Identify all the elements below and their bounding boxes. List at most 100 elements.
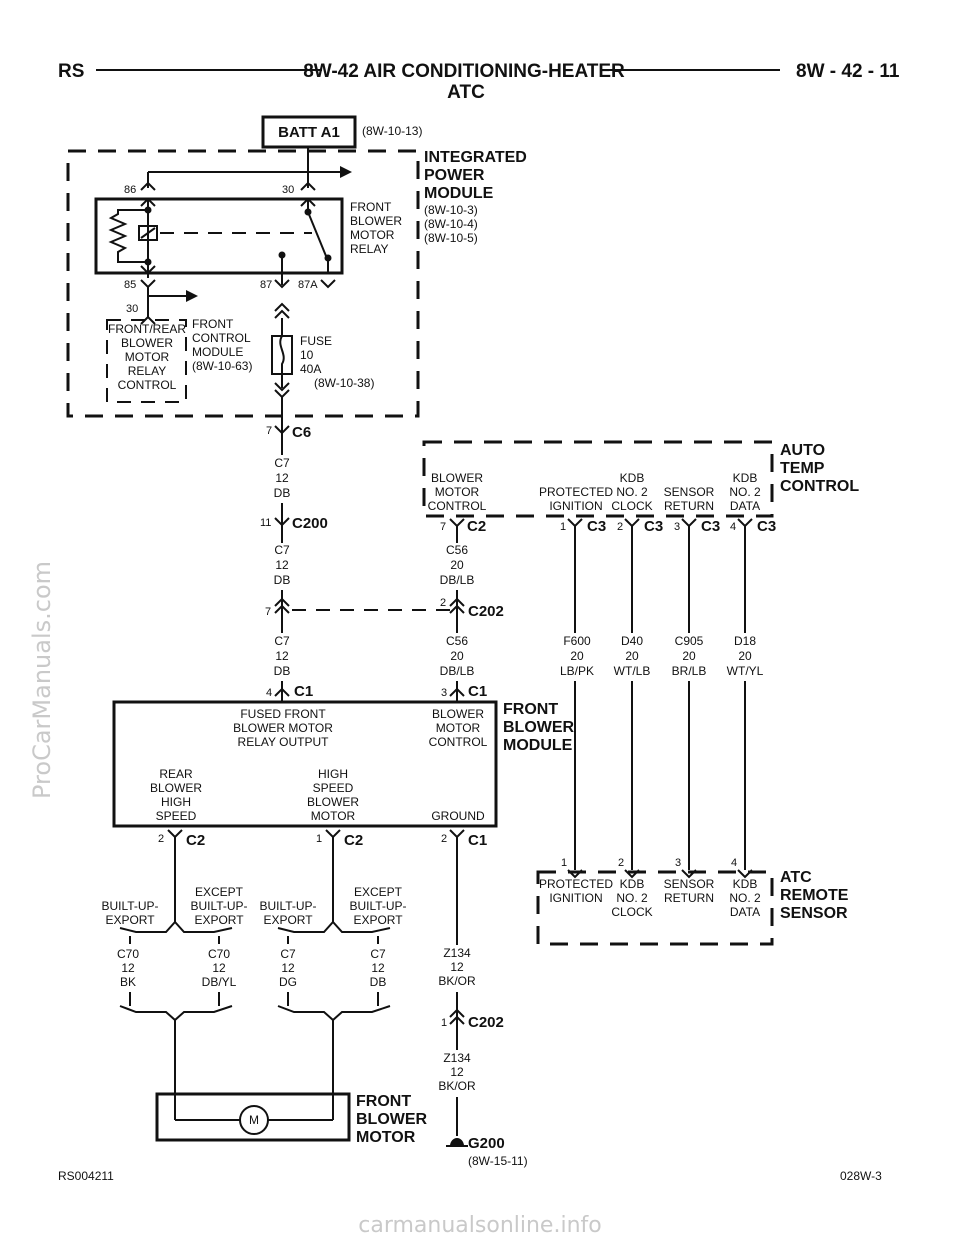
- ipm-boundary: [66, 149, 420, 418]
- ipm-ref-1: (8W-10-3): [424, 203, 478, 217]
- c200-name: C200: [292, 515, 328, 532]
- atc-kdbdata-3: DATA: [730, 499, 760, 513]
- wire-c56-b-2: 20: [450, 649, 464, 663]
- batt-ref: (8W-10-13): [362, 124, 422, 138]
- wire-c7-a-2: 12: [275, 471, 289, 485]
- ars-kdbdata-1: KDB: [733, 877, 758, 891]
- ars-pin2: 2: [618, 857, 624, 869]
- coil-symbol: [138, 225, 158, 241]
- ars-pin1: 1: [561, 857, 567, 869]
- wire-f600-3: LB/PK: [560, 664, 594, 678]
- motor-symbol: M: [249, 1113, 259, 1127]
- wire-c7-b-2: 12: [275, 558, 289, 572]
- c6-terminal: [274, 425, 290, 435]
- fbm-c2a-name: C2: [186, 832, 205, 849]
- fbm-title-2: BLOWER: [503, 719, 575, 736]
- atc-title-2: TEMP: [780, 460, 825, 477]
- pin-87a: 87A: [298, 279, 318, 291]
- fcm-terminal: [140, 315, 156, 325]
- ars-kdbclk-1: KDB: [620, 877, 645, 891]
- c202b-pin: 1: [441, 1017, 447, 1029]
- ipm-title-1: INTEGRATED: [424, 149, 527, 166]
- wire-c70dbyl-1: C70: [208, 947, 230, 961]
- wire-c70bk-3: BK: [120, 975, 136, 989]
- wire-c7dg-1: C7: [280, 947, 296, 961]
- fcm-label-1: FRONT: [192, 317, 234, 331]
- atc-blower-1: BLOWER: [431, 471, 483, 485]
- wire-c7-c-2: 12: [275, 649, 289, 663]
- wire-c70dbyl-2: 12: [212, 961, 226, 975]
- watermark-side: ProCarManuals.com: [28, 561, 56, 799]
- ars-sensor-2: RETURN: [664, 891, 714, 905]
- wire-c70bk-1: C70: [117, 947, 139, 961]
- wire-c905-1: C905: [675, 634, 704, 648]
- atc-c3-pin3: 3 C3: [674, 518, 720, 535]
- fbm-rear-4: SPEED: [156, 809, 197, 823]
- fbm-c1a-name: C1: [294, 683, 313, 700]
- wire-c70bk-2: 12: [121, 961, 135, 975]
- fbm-high-3: BLOWER: [307, 795, 359, 809]
- c202b-terminal-b: [449, 1015, 465, 1025]
- relay-label-3: MOTOR: [350, 228, 395, 242]
- fuse-terminal-top-b: [274, 309, 290, 319]
- svg-text:3: 3: [674, 521, 680, 533]
- wire-c7-c-1: C7: [274, 634, 290, 648]
- pin-85-terminal: [140, 279, 156, 289]
- fbm-c1b-pin: 3: [441, 687, 447, 699]
- wire-c56-b-1: C56: [446, 634, 468, 648]
- fcm-box-2: BLOWER: [121, 336, 173, 350]
- atc-c3-pin2: 2 C3: [617, 518, 663, 535]
- c200-terminal: [274, 517, 290, 527]
- atc-blower-2: MOTOR: [435, 485, 480, 499]
- fbm-c1a-terminal: [274, 687, 290, 697]
- c202-r-terminal-b: [449, 604, 465, 614]
- header-right: 8W - 42 - 11: [796, 61, 900, 82]
- svg-text:4: 4: [730, 521, 736, 533]
- fuse-label-4: (8W-10-38): [314, 376, 374, 390]
- ars-kdbdata-3: DATA: [730, 905, 760, 919]
- motor-box: [155, 1092, 351, 1142]
- fbm-c1b-terminal: [449, 687, 465, 697]
- fuse-terminal-top-a: [274, 302, 290, 312]
- relay-label-4: RELAY: [350, 242, 388, 256]
- wire-z134-b-1: Z134: [443, 1051, 471, 1065]
- atc-kdbclk-1: KDB: [620, 471, 645, 485]
- fuse-label-1: FUSE: [300, 334, 332, 348]
- ars-kdbdata-2: NO. 2: [729, 891, 761, 905]
- atc-c2-pin: 7: [440, 521, 446, 533]
- c6-name: C6: [292, 424, 311, 441]
- fuse-label-3: 40A: [300, 362, 321, 376]
- wire-c7-b-1: C7: [274, 543, 290, 557]
- ars-prot-1: PROTECTED: [539, 877, 613, 891]
- atc-blower-3: CONTROL: [428, 499, 487, 513]
- ipm-ref-2: (8W-10-4): [424, 217, 478, 231]
- ars-boundary: [536, 870, 774, 946]
- atc-title-3: CONTROL: [780, 478, 859, 495]
- c202-name: C202: [468, 603, 504, 620]
- fbm-c2b-name: C2: [344, 832, 363, 849]
- opt-ex2-3: EXPORT: [353, 913, 403, 927]
- svg-text:1: 1: [560, 521, 566, 533]
- svg-text:C3: C3: [757, 518, 776, 535]
- opt-bu1-1: BUILT-UP-: [101, 899, 158, 913]
- wire-d40-2: 20: [625, 649, 639, 663]
- pin-30: 30: [282, 184, 294, 196]
- atc-prot-1: PROTECTED: [539, 485, 613, 499]
- c202-pin-right: 2: [440, 597, 446, 609]
- pin-87a-terminal: [320, 279, 336, 289]
- atc-kdbdata-2: NO. 2: [729, 485, 761, 499]
- fbm-bmc-1: BLOWER: [432, 707, 484, 721]
- rear-merge-bracket: [119, 1005, 233, 1022]
- motor-title-3: MOTOR: [356, 1129, 416, 1146]
- wire-c70dbyl-3: DB/YL: [202, 975, 237, 989]
- ars-sensor-1: SENSOR: [664, 877, 715, 891]
- header-title: 8W-42 AIR CONDITIONING-HEATER: [303, 61, 625, 82]
- atc-sensor-2: RETURN: [664, 499, 714, 513]
- fbm-c1b-name: C1: [468, 683, 487, 700]
- fuse-element: [279, 335, 285, 374]
- fbm-c2a-pin: 2: [158, 833, 164, 845]
- atc-title-1: AUTO: [780, 442, 825, 459]
- wire-c7-a-1: C7: [274, 456, 290, 470]
- fbm-high-4: MOTOR: [311, 809, 356, 823]
- opt-ex1-1: EXCEPT: [195, 885, 244, 899]
